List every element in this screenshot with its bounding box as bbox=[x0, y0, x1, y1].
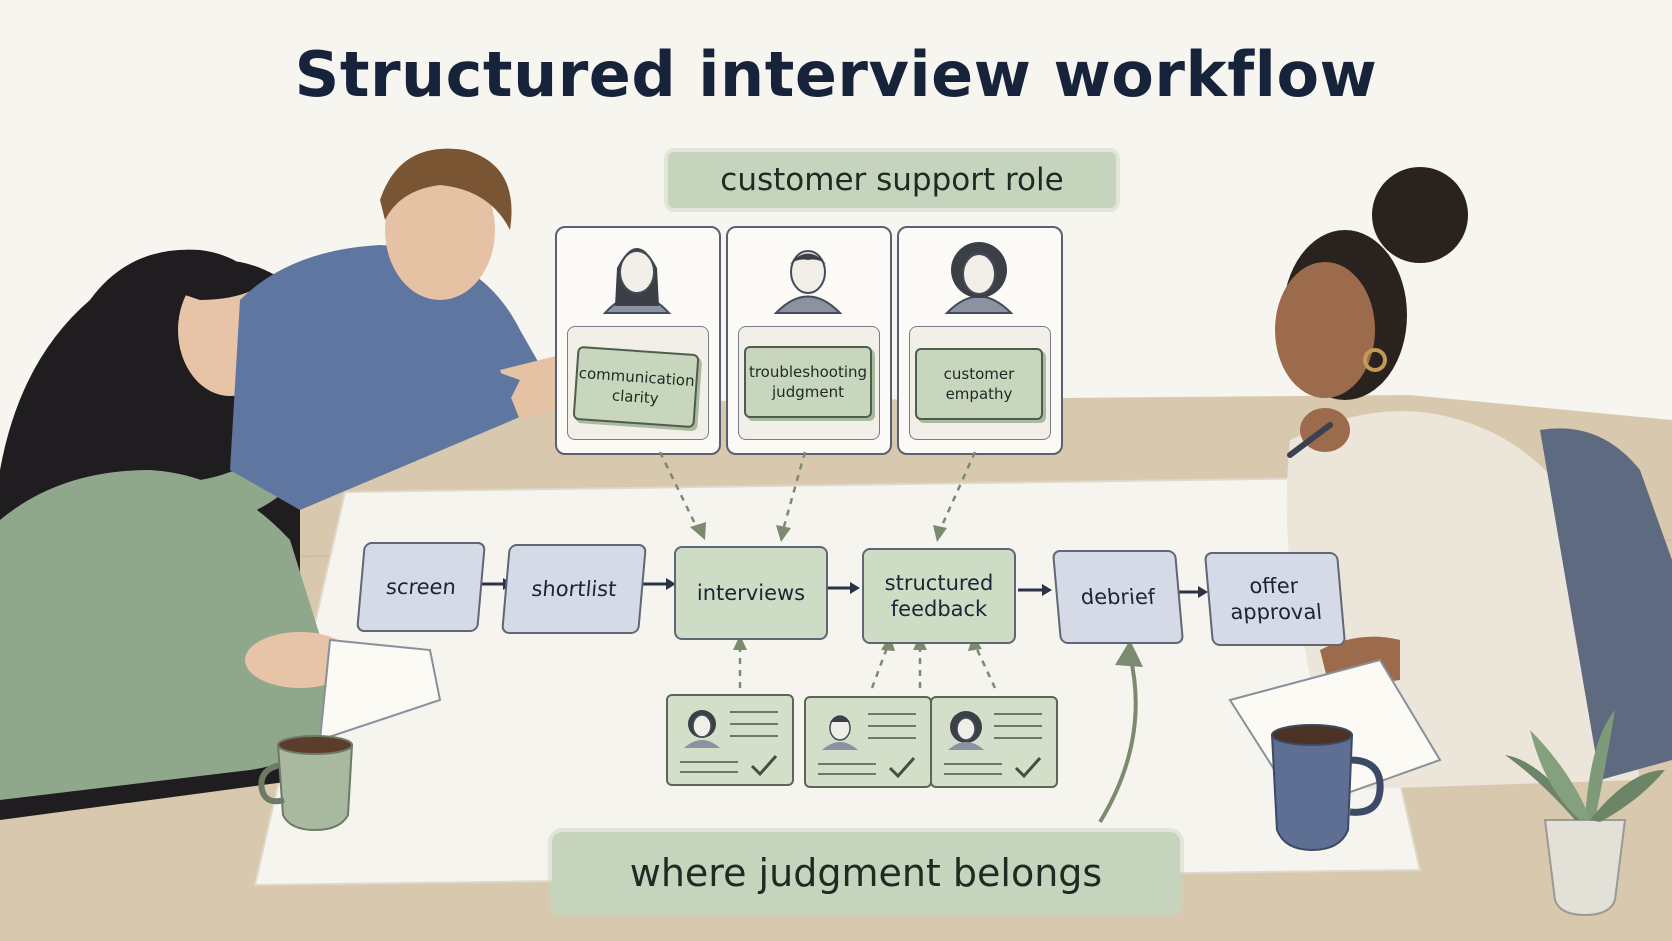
judgment-arrow bbox=[1098, 654, 1138, 824]
plant bbox=[1505, 710, 1665, 917]
scorecard-check-icon bbox=[944, 711, 1042, 779]
candidate-portrait-icon bbox=[602, 248, 672, 314]
candidate-portrait-icon bbox=[773, 250, 843, 314]
step-interviews[interactable]: interviews bbox=[674, 546, 828, 640]
step-shortlist[interactable]: shortlist bbox=[501, 544, 647, 634]
scorecard-3 bbox=[930, 696, 1058, 788]
person-right-woman bbox=[1228, 167, 1672, 812]
scorecard-check-icon bbox=[680, 710, 778, 777]
role-banner: customer support role bbox=[668, 152, 1116, 208]
scorecard-2 bbox=[804, 696, 932, 788]
person-man bbox=[230, 148, 600, 510]
scorecard-1 bbox=[666, 694, 794, 786]
candidate-portrait-icon bbox=[944, 242, 1014, 314]
mug-right bbox=[1270, 724, 1384, 852]
step-screen[interactable]: screen bbox=[356, 542, 486, 632]
mug-left bbox=[258, 735, 354, 832]
scorecard-check-icon bbox=[818, 713, 916, 779]
page-title: Structured interview workflow bbox=[294, 38, 1378, 111]
step-debrief[interactable]: debrief bbox=[1051, 550, 1185, 644]
judgment-banner: where judgment belongs bbox=[552, 832, 1180, 914]
